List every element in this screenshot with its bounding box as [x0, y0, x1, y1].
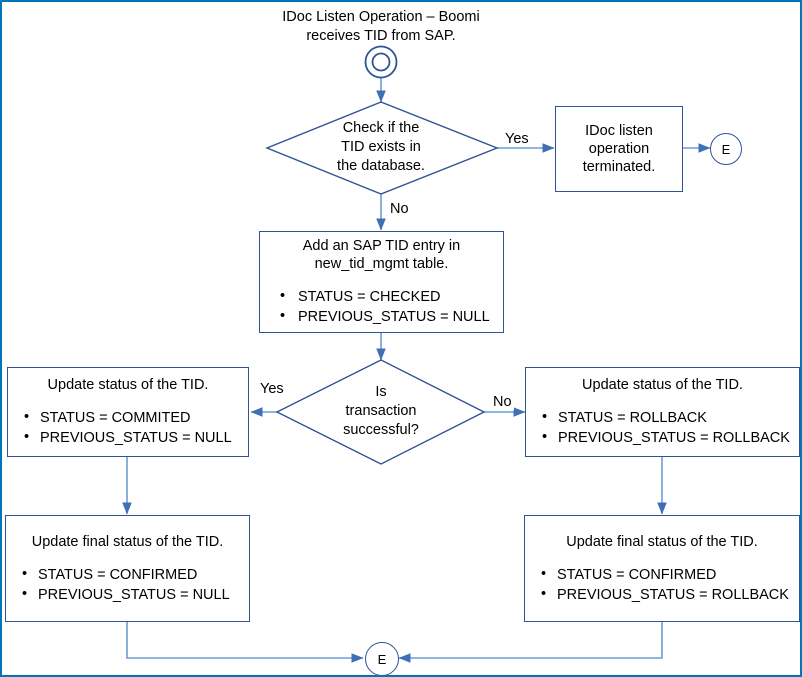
update-status-left-bullets: STATUS = COMMITED PREVIOUS_STATUS = NULL [16, 407, 240, 448]
bullet-item: STATUS = CHECKED [268, 286, 495, 307]
page-title: IDoc Listen Operation – Boomi receives T… [282, 9, 480, 44]
edge-left-final-to-end [126, 622, 364, 663]
final-status-left-box: Update final status of the TID. STATUS =… [5, 515, 250, 622]
edge-label-decision2-yes: Yes [258, 381, 286, 397]
final-status-left-bullets: STATUS = CONFIRMED PREVIOUS_STATUS = NUL… [14, 564, 241, 605]
update-status-right-box: Update status of the TID. STATUS = ROLLB… [525, 367, 800, 457]
bullet-item: PREVIOUS_STATUS = ROLLBACK [533, 584, 791, 605]
add-sap-tid-title: Add an SAP TID entry in new_tid_mgmt tab… [302, 238, 461, 272]
decision-check-tid-exists-shape [265, 101, 499, 195]
bullet-item: PREVIOUS_STATUS = ROLLBACK [534, 427, 791, 448]
bullet-item: STATUS = CONFIRMED [14, 564, 241, 585]
final-status-right-title: Update final status of the TID. [566, 533, 758, 550]
add-sap-tid-box: Add an SAP TID entry in new_tid_mgmt tab… [259, 231, 504, 333]
terminated-box-text: IDoc listen operation terminated. [582, 123, 656, 175]
update-status-right-bullets: STATUS = ROLLBACK PREVIOUS_STATUS = ROLL… [534, 407, 791, 448]
update-status-right-title: Update status of the TID. [582, 377, 743, 393]
start-node-inner-circle [371, 52, 391, 72]
end-terminal-bottom-label: E [377, 651, 387, 667]
terminated-box: IDoc listen operation terminated. [555, 106, 683, 192]
bullet-item: STATUS = COMMITED [16, 407, 240, 428]
final-status-left-title: Update final status of the TID. [31, 533, 224, 550]
bullet-item: STATUS = ROLLBACK [534, 407, 791, 428]
bullet-item: PREVIOUS_STATUS = NULL [14, 584, 241, 605]
final-status-right-bullets: STATUS = CONFIRMED PREVIOUS_STATUS = ROL… [533, 564, 791, 605]
end-terminal-top: E [710, 133, 742, 165]
edge-label-decision2-no: No [491, 394, 514, 410]
final-status-right-box: Update final status of the TID. STATUS =… [524, 515, 800, 622]
bullet-item: PREVIOUS_STATUS = NULL [268, 306, 495, 327]
update-status-left-title: Update status of the TID. [47, 377, 209, 393]
end-terminal-bottom: E [365, 642, 399, 675]
bullet-item: PREVIOUS_STATUS = NULL [16, 427, 240, 448]
end-terminal-top-label: E [721, 141, 731, 157]
add-sap-tid-bullets: STATUS = CHECKED PREVIOUS_STATUS = NULL [268, 286, 495, 327]
decision-transaction-successful-shape [275, 359, 486, 465]
edge-label-decision1-yes: Yes [503, 131, 531, 147]
edge-right-final-to-end [398, 622, 663, 663]
update-status-left-box: Update status of the TID. STATUS = COMMI… [7, 367, 249, 457]
bullet-item: STATUS = CONFIRMED [533, 564, 791, 585]
edge-label-decision1-no: No [388, 201, 411, 217]
